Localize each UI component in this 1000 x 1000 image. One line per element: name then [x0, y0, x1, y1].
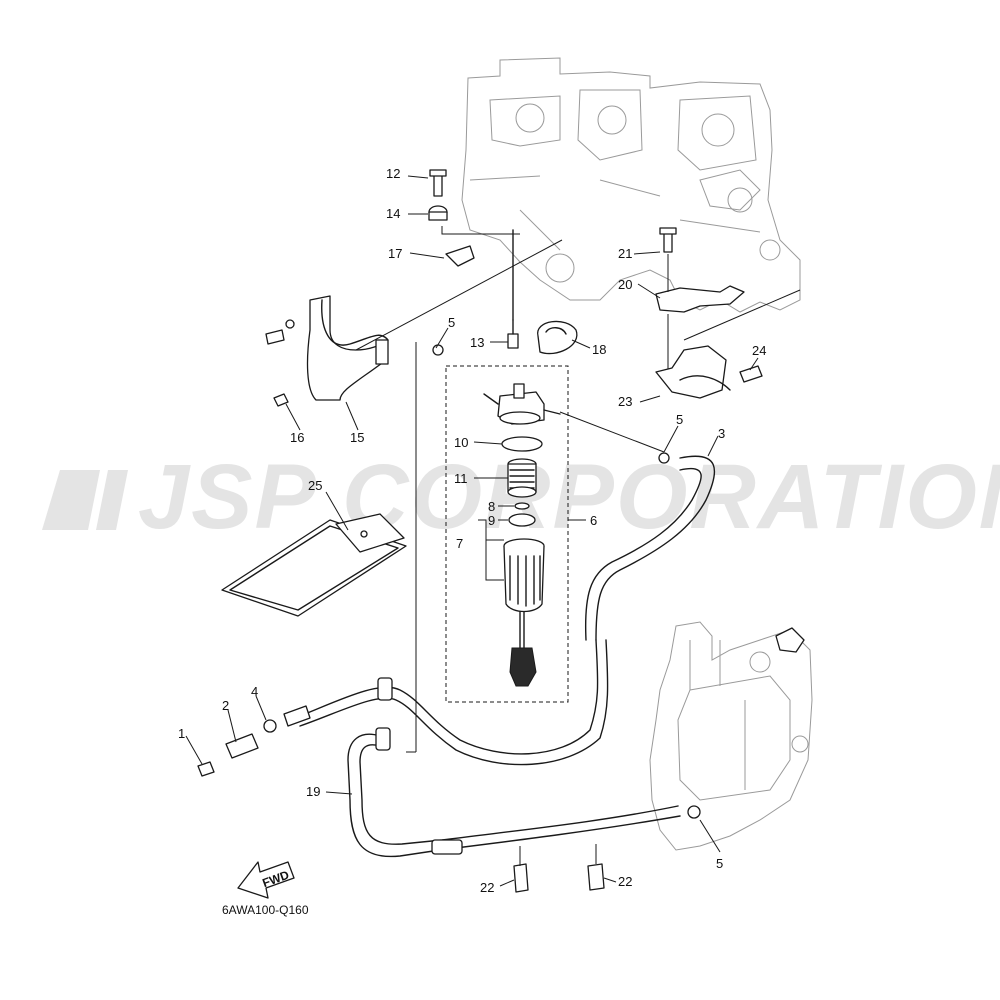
callout-5-upper: 5: [448, 315, 455, 330]
right-cluster-parts: [655, 227, 763, 399]
callout-16: 16: [290, 430, 304, 445]
callout-5-mid: 5: [676, 412, 683, 427]
callout-8: 8: [488, 499, 495, 514]
callout-4: 4: [251, 684, 258, 699]
watermark: JSP CORPORATION: [42, 446, 1000, 548]
fuel-hoses: [299, 455, 716, 858]
watermark-text: JSP CORPORATION: [138, 446, 1000, 548]
callout-13: 13: [470, 335, 484, 350]
callout-11: 11: [454, 471, 468, 486]
float: [508, 513, 536, 527]
hose-clamps: [513, 452, 701, 893]
bracket-23: [655, 345, 727, 399]
callout-18: 18: [592, 342, 606, 357]
callout-6: 6: [590, 513, 597, 528]
fwd-arrow: FWD: [237, 861, 295, 899]
float-ring: [514, 502, 530, 510]
callout-20: 20: [618, 277, 632, 292]
upper-left-fasteners: [428, 169, 520, 267]
vapor-separator-outline: [649, 621, 813, 851]
clip-5-mid: [658, 452, 670, 464]
clamp-17: [445, 245, 475, 267]
callout-7: 7: [456, 536, 463, 551]
callout-1: 1: [178, 726, 185, 741]
callout-9: 9: [488, 513, 495, 528]
bracket-15: [265, 295, 389, 407]
bolt-12: [433, 173, 443, 197]
filter-element: [507, 458, 537, 498]
leader-lines: [185, 175, 801, 887]
callout-2: 2: [222, 698, 229, 713]
bolt-16: [273, 393, 289, 407]
inlet-fitting-parts: [197, 705, 311, 777]
engine-block-outline: [461, 57, 801, 313]
bracket-20: [655, 285, 745, 313]
bolt-13: [507, 333, 519, 349]
nut-4: [263, 719, 277, 733]
filter-cup: [503, 538, 545, 687]
callout-17: 17: [388, 246, 402, 261]
part-25-bag: [221, 513, 407, 617]
callout-3: 3: [718, 426, 725, 441]
callout-12: 12: [386, 166, 400, 181]
callout-22-right: 22: [618, 874, 632, 889]
fuel-filter-assembly: [432, 229, 569, 703]
connector: [283, 705, 311, 727]
fitting-2: [225, 733, 259, 759]
callout-25: 25: [308, 478, 322, 493]
callout-10: 10: [454, 435, 468, 450]
callout-21: 21: [618, 246, 632, 261]
holder-18: [537, 320, 578, 355]
diagram-code: 6AWA100-Q160: [222, 903, 309, 917]
clip-5-lower: [687, 805, 701, 819]
bolt-upper-left: [265, 329, 285, 345]
callout-23: 23: [618, 394, 632, 409]
callout-5-lower: 5: [716, 856, 723, 871]
callout-14: 14: [386, 206, 400, 221]
clamp-22-right: [587, 863, 605, 891]
watermark-logo-mark: [42, 470, 128, 530]
clamp-22-left: [513, 863, 529, 893]
clip-5-upper: [432, 344, 444, 356]
callout-15: 15: [350, 430, 364, 445]
callout-19: 19: [306, 784, 320, 799]
filter-group-box: [445, 365, 569, 703]
bolt-21: [663, 231, 673, 253]
o-ring: [501, 436, 543, 452]
callout-22-left: 22: [480, 880, 494, 895]
callout-labels: 1 2 3 4 5 5 5 6 7 8 9 10 11 12 13 14 15 …: [178, 166, 766, 895]
callout-24: 24: [752, 343, 766, 358]
bolt-24: [739, 365, 763, 383]
plug-1: [197, 761, 215, 777]
